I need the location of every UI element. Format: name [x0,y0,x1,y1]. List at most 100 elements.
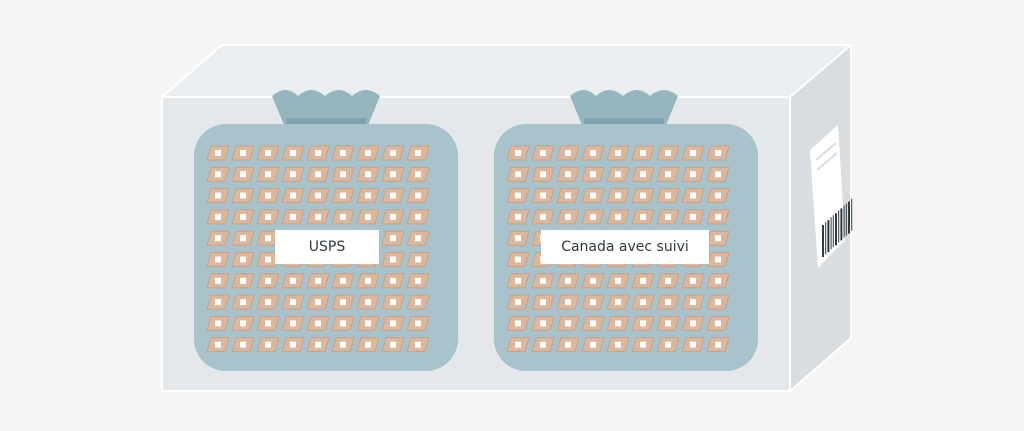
parcel-icon [606,209,630,225]
parcel-icon [581,209,605,225]
barcode [822,198,853,257]
parcel-icon [531,188,555,204]
parcel-icon [706,145,730,161]
parcel-icon [631,273,655,289]
parcel-icon [306,273,330,289]
parcel-icon [256,337,280,353]
parcel-icon [256,294,280,310]
parcel-icon [581,166,605,182]
parcel-icon [581,188,605,204]
parcel-icon [356,188,380,204]
parcel-icon [506,273,530,289]
parcel-icon [531,209,555,225]
parcel-icon [531,294,555,310]
parcel-icon [681,337,705,353]
parcel-icon [306,209,330,225]
parcel-icon [256,209,280,225]
parcel-icon [256,188,280,204]
parcel-icon [506,230,530,246]
parcel-icon [381,209,405,225]
parcel-icon [606,166,630,182]
parcel-icon [406,209,430,225]
parcel-icon [531,337,555,353]
parcel-icon [306,166,330,182]
barcode-bar [835,213,837,246]
parcel-icon [706,209,730,225]
parcel-icon [281,315,305,331]
parcel-icon [231,294,255,310]
parcel-icon [306,188,330,204]
barcode-bar [822,225,824,257]
parcel-icon [356,315,380,331]
bag-label-usps: USPS [275,230,379,264]
parcel-icon [206,166,230,182]
parcel-icon [281,273,305,289]
parcel-icon [706,337,730,353]
parcel-icon [581,315,605,331]
parcel-icon [606,188,630,204]
parcel-icon [206,188,230,204]
barcode-bar [840,208,843,241]
parcel-icon [231,188,255,204]
parcel-icon [381,188,405,204]
parcel-icon [256,145,280,161]
parcel-icon [631,145,655,161]
parcel-icon [206,252,230,267]
parcel-icon [606,315,630,331]
sack-knot [272,90,380,125]
parcel-icon [556,337,580,353]
parcel-icon [706,252,730,267]
parcel-icon [231,145,255,161]
parcel-icon [256,166,280,182]
parcel-icon [306,315,330,331]
parcel-icon [706,315,730,331]
parcel-icon [356,166,380,182]
parcel-icon [656,188,680,204]
parcel-icon [206,145,230,161]
parcel-icon [406,145,430,161]
shipping-label-icon [810,125,853,268]
parcel-icon [381,273,405,289]
parcel-icon [506,294,530,310]
parcel-icon [506,209,530,225]
barcode-bar [825,222,827,255]
parcel-icon [231,209,255,225]
parcel-icon [206,273,230,289]
parcel-icon [606,337,630,353]
barcode-bar [832,215,834,248]
barcode-bar [830,217,832,250]
parcel-icon [656,166,680,182]
parcel-icon [506,337,530,353]
parcel-icon [631,188,655,204]
parcel-icon [331,294,355,310]
parcel-icon [281,188,305,204]
parcel-icon [556,188,580,204]
parcel-icon [331,166,355,182]
parcel-icon [231,315,255,331]
parcel-icon [631,294,655,310]
parcel-icon [331,273,355,289]
parcel-icon [281,145,305,161]
parcel-icon [656,273,680,289]
parcel-icon [606,145,630,161]
barcode-bar [845,203,847,236]
parcel-icon [406,188,430,204]
parcel-icon [556,145,580,161]
parcel-icon [331,337,355,353]
barcode-bar [827,220,830,253]
parcel-icon [506,145,530,161]
parcel-icon [631,337,655,353]
parcel-icon [281,337,305,353]
parcel-icon [556,209,580,225]
parcel-icon [381,252,405,267]
parcel-icon [506,315,530,331]
parcel-icon [531,166,555,182]
parcel-icon [581,273,605,289]
parcel-icon [256,273,280,289]
parcel-icon [206,294,230,310]
parcel-icon [556,273,580,289]
parcel-icon [331,209,355,225]
parcel-icon [306,337,330,353]
